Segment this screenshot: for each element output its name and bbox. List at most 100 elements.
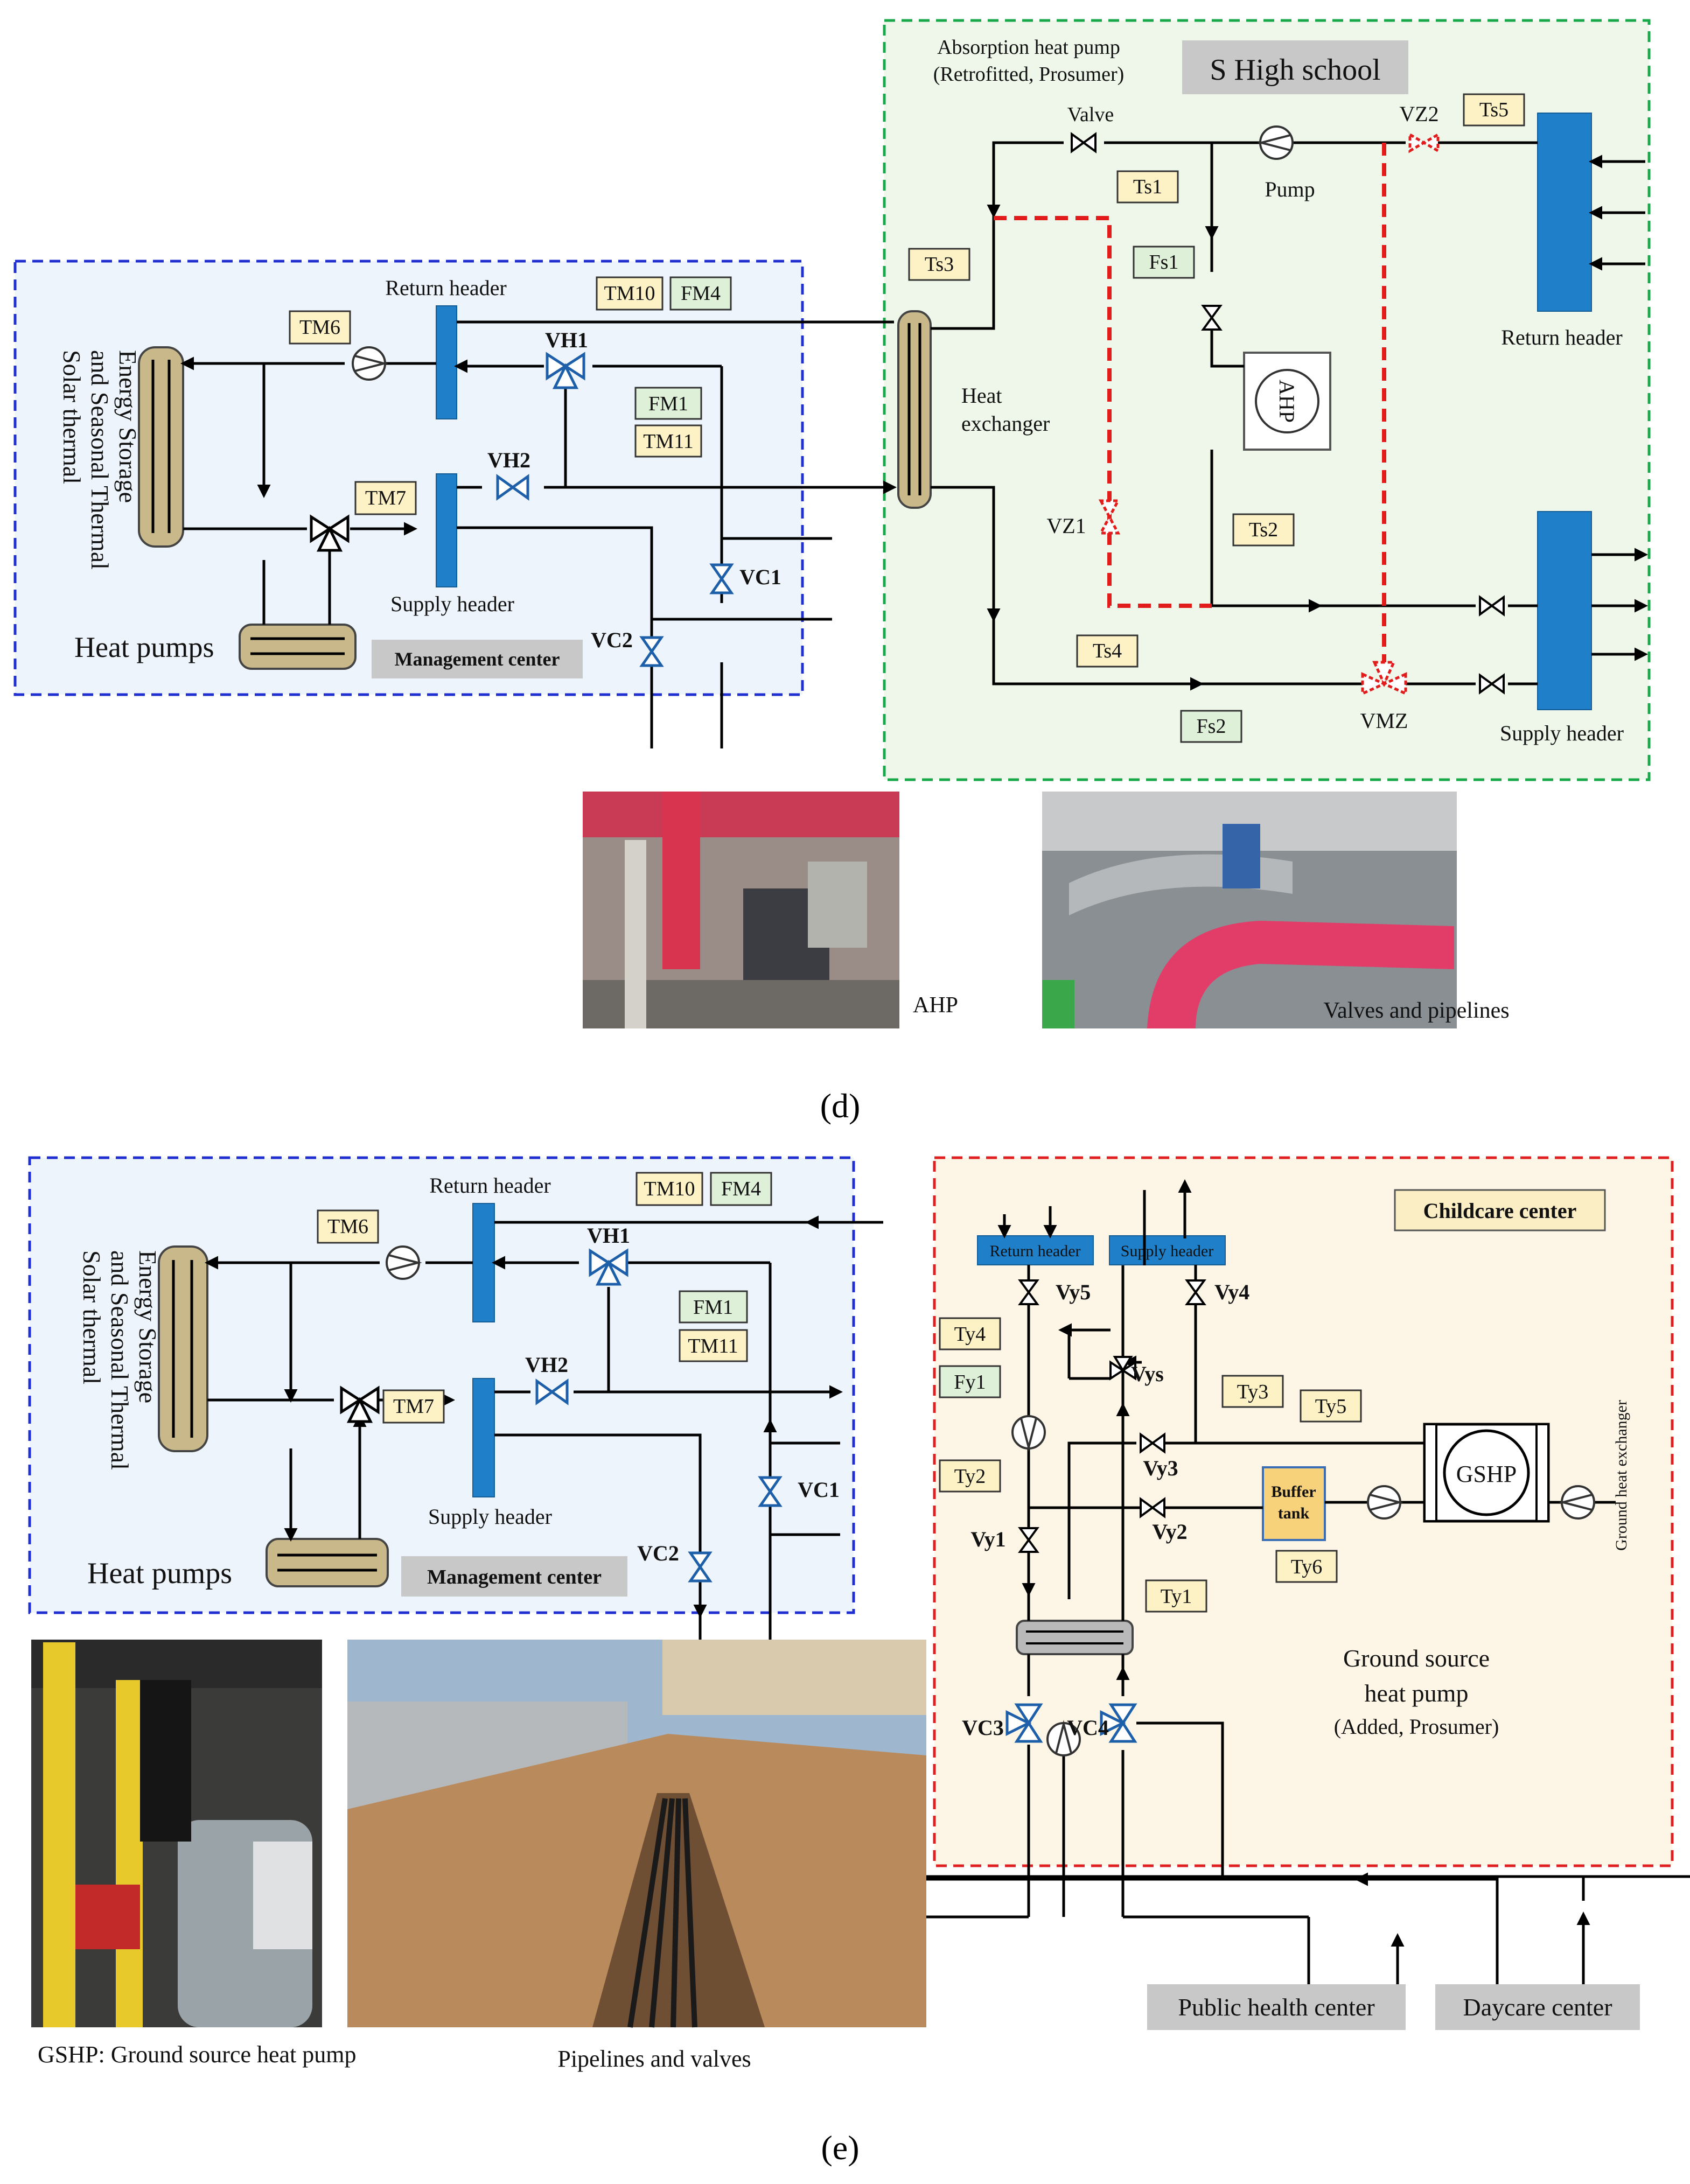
svg-text:Ts4: Ts4 — [1093, 640, 1122, 662]
svg-text:TM7: TM7 — [365, 487, 406, 509]
svg-text:Management center: Management center — [395, 648, 560, 670]
tag-ts2: Ts2 — [1232, 513, 1295, 547]
tag-ty5: Ty5 — [1300, 1389, 1362, 1423]
svg-text:Public health center: Public health center — [1178, 1993, 1374, 2021]
supply-header-bar-e — [472, 1378, 495, 1497]
ground-pump-icon — [1561, 1485, 1595, 1520]
tag-tm10-e: TM10 — [636, 1172, 703, 1206]
photo-pipelines-caption: Pipelines and valves — [557, 2046, 751, 2072]
supply-header-bar-d — [436, 473, 457, 587]
svg-text:Ty3: Ty3 — [1237, 1381, 1269, 1403]
svg-text:FM4: FM4 — [681, 282, 721, 305]
heat-pumps-label-d: Heat pumps — [74, 631, 214, 663]
svg-text:tank: tank — [1278, 1504, 1310, 1522]
tag-ty6: Ty6 — [1275, 1550, 1338, 1583]
hs-return-header-bar — [1537, 113, 1592, 312]
photo-valves-caption: Valves and pipelines — [1323, 998, 1509, 1023]
vy5-label: Vy5 — [1056, 1280, 1091, 1304]
svg-text:TM10: TM10 — [604, 282, 655, 305]
tag-ts1: Ts1 — [1116, 170, 1179, 204]
pump-icon-e — [386, 1245, 420, 1280]
gshp-note-line3: (Added, Prosumer) — [1334, 1714, 1499, 1739]
heat-exchanger-label-line2: exchanger — [961, 411, 1050, 436]
svg-text:Return header: Return header — [989, 1242, 1080, 1260]
storage-tank-e — [158, 1245, 208, 1452]
ground-hx-label: Ground heat exchanger — [1612, 1400, 1630, 1551]
pump-icon — [352, 346, 386, 381]
photo-ahp-caption: AHP — [913, 993, 958, 1018]
photo-gshp — [31, 1640, 322, 2027]
hs-supply-header-label: Supply header — [1500, 721, 1624, 745]
supply-header-label-e: Supply header — [428, 1504, 552, 1529]
tag-ts3: Ts3 — [908, 248, 970, 281]
vmz-valve-icon — [1361, 661, 1407, 696]
vz1-valve-icon — [1098, 499, 1121, 535]
supply-header-label-d: Supply header — [390, 592, 514, 616]
svg-text:Ts2: Ts2 — [1249, 519, 1278, 541]
return-header-bar-d — [436, 305, 457, 419]
svg-text:Fs2: Fs2 — [1197, 715, 1226, 738]
cc-pump-2-icon — [1367, 1485, 1401, 1520]
vmz-label: VMZ — [1360, 709, 1408, 733]
svg-text:TM6: TM6 — [327, 1215, 368, 1238]
svg-text:and Seasonal Thermal: and Seasonal Thermal — [86, 350, 114, 570]
return-header-label-e: Return header — [429, 1173, 550, 1198]
svg-text:Solar thermal: Solar thermal — [58, 350, 86, 484]
vh2-label-e: VH2 — [525, 1353, 568, 1377]
svg-text:Ty1: Ty1 — [1161, 1585, 1192, 1608]
vc3-label: VC3 — [962, 1716, 1004, 1740]
svg-text:Ts3: Ts3 — [925, 253, 954, 276]
valve-label: Valve — [1067, 103, 1114, 126]
hs-return-header-label: Return header — [1501, 325, 1622, 349]
svg-text:FM1: FM1 — [648, 393, 688, 415]
heat-pump-unit-e — [266, 1538, 389, 1587]
tag-fm4-d: FM4 — [669, 276, 732, 311]
svg-text:and Seasonal Thermal: and Seasonal Thermal — [106, 1250, 134, 1470]
childcare-title-badge: Childcare center — [1394, 1189, 1606, 1231]
management-center-badge-e: Management center — [401, 1556, 627, 1597]
tag-fm1-e: FM1 — [679, 1290, 748, 1324]
photo-gshp-caption: GSHP: Ground source heat pump — [38, 2041, 357, 2068]
vc1-label-e: VC1 — [798, 1478, 840, 1502]
heat-pumps-label-e: Heat pumps — [87, 1557, 232, 1590]
svg-text:Ts5: Ts5 — [1479, 99, 1509, 121]
heat-exchanger-d — [897, 310, 932, 509]
tag-tm6-d: TM6 — [289, 310, 351, 345]
svg-text:TM11: TM11 — [688, 1335, 738, 1357]
hs-pump-icon — [1259, 125, 1294, 160]
tag-fm1-d: FM1 — [634, 387, 702, 420]
tag-ty3: Ty3 — [1221, 1375, 1284, 1408]
svg-text:TM11: TM11 — [643, 430, 694, 453]
storage-tank-d — [138, 346, 184, 548]
svg-text:FM4: FM4 — [721, 1178, 761, 1200]
vh2-label-d: VH2 — [487, 448, 530, 472]
svg-text:Buffer: Buffer — [1271, 1483, 1316, 1501]
svg-text:Ty2: Ty2 — [954, 1465, 986, 1488]
heat-pump-unit-d — [239, 624, 357, 670]
svg-text:Daycare center: Daycare center — [1463, 1993, 1612, 2021]
vc2-label-d: VC2 — [591, 628, 633, 652]
vh1-label-e: VH1 — [587, 1223, 630, 1248]
vy1-label: Vy1 — [970, 1527, 1005, 1551]
photo-pipelines — [347, 1640, 926, 2028]
svg-text:FM1: FM1 — [693, 1296, 733, 1319]
svg-text:Childcare center: Childcare center — [1423, 1199, 1577, 1223]
tag-fs2: Fs2 — [1180, 710, 1242, 743]
photo-valves-pipelines — [1042, 792, 1457, 1028]
return-header-bar-e — [472, 1203, 495, 1322]
svg-text:GSHP: GSHP — [1456, 1461, 1517, 1487]
svg-text:TM6: TM6 — [299, 316, 340, 339]
daycare-center-badge: Daycare center — [1435, 1984, 1640, 2030]
vz2-valve-icon — [1408, 132, 1440, 153]
buffer-tank: Buffer tank — [1262, 1466, 1326, 1541]
svg-text:Ts1: Ts1 — [1133, 176, 1162, 198]
caption-d: (d) — [820, 1087, 861, 1125]
vy4-label: Vy4 — [1214, 1280, 1249, 1304]
tag-fs1: Fs1 — [1133, 246, 1195, 279]
tag-tm11-e: TM11 — [679, 1329, 748, 1362]
svg-text:Management center: Management center — [427, 1566, 602, 1588]
cc-pump-1-icon — [1011, 1415, 1046, 1450]
storage-label-d: Solar thermal and Seasonal Thermal Energ… — [58, 350, 142, 570]
svg-text:Supply header: Supply header — [1121, 1242, 1213, 1260]
